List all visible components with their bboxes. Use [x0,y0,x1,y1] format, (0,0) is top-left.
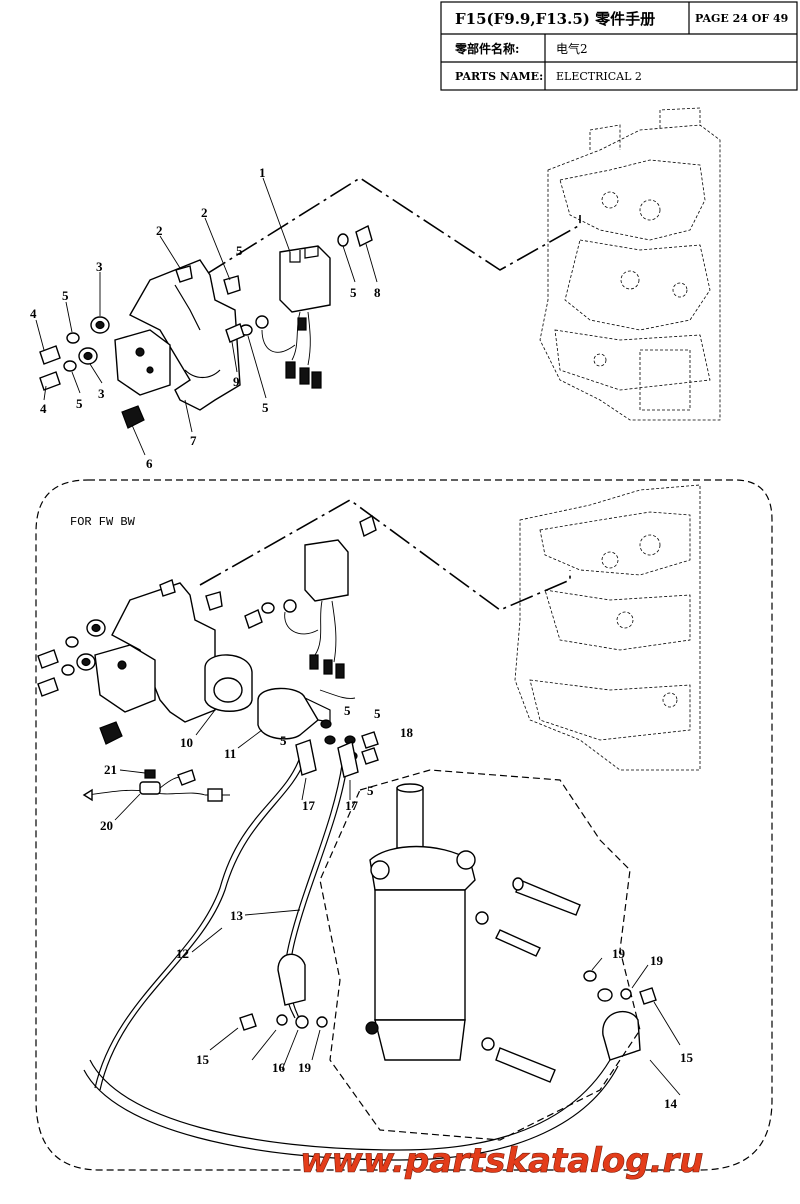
callout-11: 11 [224,746,236,761]
callout-5d: 5 [350,285,357,300]
callout-8: 8 [374,285,381,300]
callout-17a: 17 [302,798,316,813]
callouts-bottom: 10 11 5 5 5 5 18 21 20 17 17 13 12 19 19… [100,703,694,1111]
rectifier-assembly-bottom [37,514,379,765]
callout-5b: 5 [76,396,83,411]
callout-19c: 19 [298,1060,312,1075]
callout-3b: 3 [98,386,105,401]
callout-16: 16 [272,1060,286,1075]
parts-name-value-en: ELECTRICAL 2 [556,70,642,83]
callout-5c: 5 [262,400,269,415]
parts-name-label-en: PARTS NAME: [455,70,543,83]
callout-5f: 5 [280,733,287,748]
callout-6: 6 [146,456,153,471]
callout-15b: 15 [680,1050,694,1065]
callout-14: 14 [664,1096,678,1111]
title-block: F15(F9.9,F13.5) 零件手册 PAGE 24 OF 49 零部件名称… [440,1,798,91]
callout-2b: 2 [156,223,163,238]
assembly-leader-line-bottom [199,499,571,611]
callout-3a: 3 [96,259,103,274]
page-number: PAGE 24 OF 49 [695,12,788,25]
callout-17b: 17 [345,798,359,813]
callout-5e: 5 [236,243,243,258]
watermark: www.partskatalog.ru [300,1141,704,1181]
parts-name-value-cn: 电气2 [556,41,588,56]
starter-motor [209,783,681,1083]
callout-5i: 5 [367,783,374,798]
rectifier-assembly-top [35,177,378,456]
callout-4b: 4 [40,401,47,416]
engine-block-bottom [514,484,701,771]
callout-18: 18 [400,725,414,740]
callout-13: 13 [230,908,244,923]
callout-5a: 5 [62,288,69,303]
callout-19b: 19 [650,953,664,968]
fuse-assembly [82,769,230,821]
assembly-leader-line-top [204,177,581,276]
variant-boundary [35,479,773,1171]
callout-2a: 2 [201,205,208,220]
engine-block-top [539,107,721,421]
callout-7: 7 [190,433,197,448]
callout-1: 1 [259,165,266,180]
callout-5g: 5 [344,703,351,718]
callout-15a: 15 [196,1052,210,1067]
starter-motor-boundary [319,769,641,1141]
variant-note: FOR FW BW [70,515,136,529]
callout-5h: 5 [374,706,381,721]
callout-19a: 19 [612,946,626,961]
callout-20: 20 [100,818,113,833]
callout-9: 9 [233,374,240,389]
callout-4a: 4 [30,306,37,321]
parts-name-label-cn: 零部件名称: [454,41,519,56]
callout-10: 10 [180,735,193,750]
callouts-top: 1 2 2 3 3 4 4 5 5 5 5 5 6 7 8 9 [30,165,381,471]
callout-12: 12 [176,946,189,961]
callout-21: 21 [104,762,117,777]
model-title: F15(F9.9,F13.5) 零件手册 [455,10,655,28]
